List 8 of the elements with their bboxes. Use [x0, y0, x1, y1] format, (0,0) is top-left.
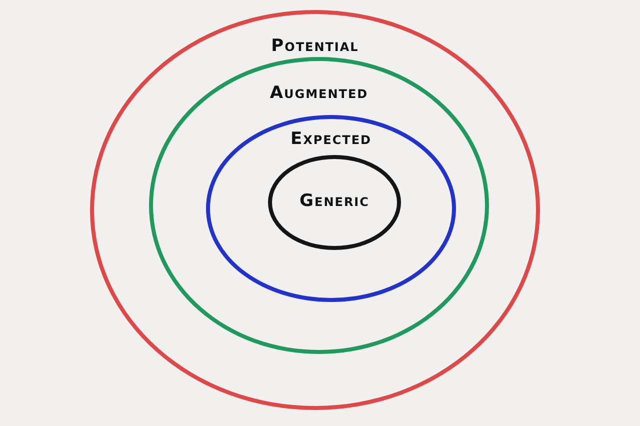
- ring-label: Augmented: [270, 83, 368, 103]
- ring-label: Generic: [300, 190, 370, 210]
- outer-ring: [90, 10, 540, 410]
- ring-label: Expected: [290, 129, 372, 149]
- middle-ring: [149, 57, 489, 354]
- ring-label: Potential: [271, 36, 359, 56]
- inner-ring: [206, 115, 456, 302]
- core-circle: [268, 155, 401, 250]
